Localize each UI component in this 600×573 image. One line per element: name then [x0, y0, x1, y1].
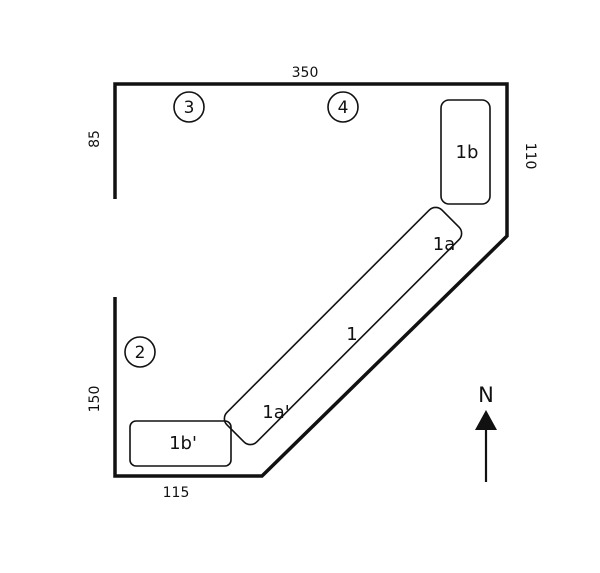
zone-1b-box: [440, 99, 491, 205]
dimension-bottom: 115: [163, 485, 190, 501]
floor-plan-outline-upper: [113, 82, 509, 478]
dimension-left-upper: 85: [87, 130, 103, 148]
marker-2-circle: [124, 336, 156, 368]
zone-1a-label: 1a: [433, 234, 455, 255]
marker-3-label: 3: [184, 98, 195, 118]
zone-1-diagonal-box: [223, 206, 463, 446]
dimension-left-lower: 150: [87, 386, 103, 413]
zone-1b-prime-box: [129, 420, 232, 467]
north-label: N: [478, 383, 494, 407]
dimension-right: 110: [522, 143, 538, 170]
zone-1b-prime-label: 1b': [169, 433, 197, 454]
zone-1-label: 1: [346, 324, 357, 345]
marker-2-label: 2: [135, 343, 146, 363]
zone-1a-prime-label: 1a': [262, 402, 289, 423]
dimension-top: 350: [292, 65, 319, 81]
zone-1b-label: 1b: [456, 142, 479, 163]
marker-3-circle: [173, 91, 205, 123]
marker-4-circle: [327, 91, 359, 123]
marker-4-label: 4: [338, 98, 349, 118]
north-arrow-head-icon: [475, 410, 497, 430]
